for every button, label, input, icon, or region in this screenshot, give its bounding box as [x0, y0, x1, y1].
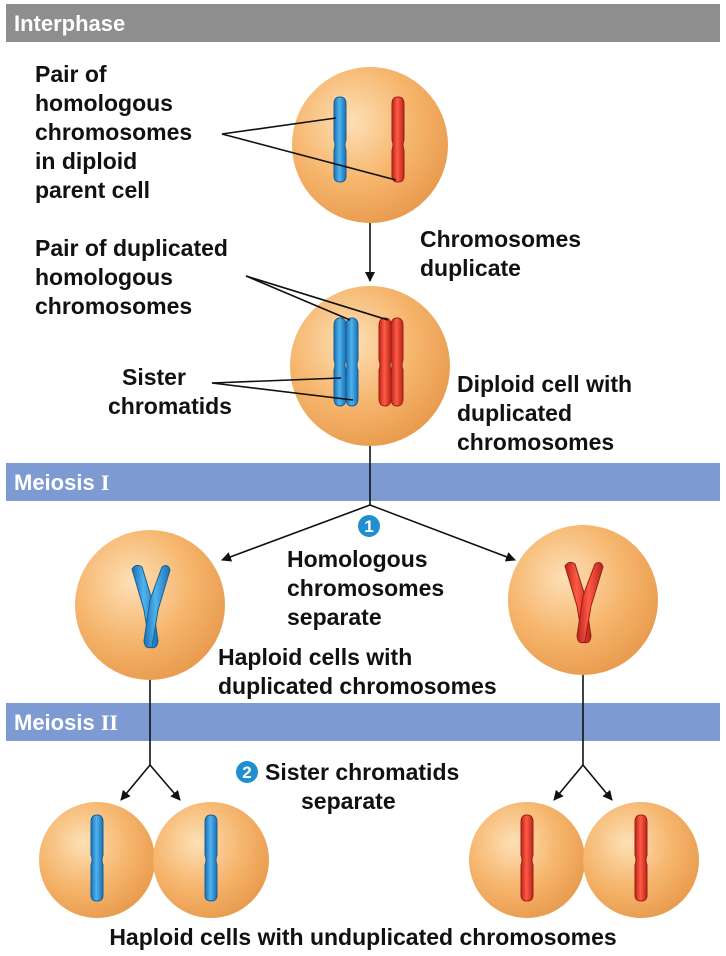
meiosis-1-label: Meiosis I	[14, 470, 109, 495]
meiosis-2-numeral: II	[101, 710, 118, 735]
leader-homolog-red	[221, 133, 397, 181]
diploid-cell-line-3: chromosomes	[457, 429, 614, 455]
step-2-number: 2	[242, 763, 251, 782]
chromosomes-duplicate-label: Chromosomes duplicate	[420, 226, 587, 281]
duplicated-pair-label: Pair of duplicated homologous chromosome…	[35, 235, 234, 319]
blue-sister-chromatid-right	[345, 317, 359, 407]
x-shaped-blue-chromosome	[131, 564, 171, 649]
meiosis-1-numeral: I	[101, 470, 110, 495]
haploid-duplicated-label: Haploid cells with duplicated chromosome…	[218, 644, 497, 699]
diploid-duplicated-cell	[290, 286, 450, 446]
interphase-label: Interphase	[14, 11, 125, 36]
diploid-cell-line-2: duplicated	[457, 400, 572, 426]
homologous-pair-label: Pair of homologous chromosomes in diploi…	[35, 61, 199, 203]
meiosis-2-label: Meiosis II	[14, 710, 118, 735]
step-2-badge	[236, 761, 258, 783]
red-chromosome	[391, 96, 405, 183]
meiosis-1-arrow-right	[369, 504, 516, 562]
duplicated-pair-line-3: chromosomes	[35, 293, 192, 319]
blue-chromatid-2	[204, 814, 218, 902]
red-chromatid-1	[520, 814, 534, 902]
parent-cell	[292, 67, 448, 223]
interphase-bar	[6, 4, 720, 42]
leader-homolog-blue	[221, 117, 337, 135]
blue-chromosome	[333, 96, 347, 183]
meiosis-1-word: Meiosis	[14, 470, 95, 495]
homologous-pair-line-3: chromosomes	[35, 119, 192, 145]
meiosis-2-left-arrow-b	[149, 764, 181, 801]
homologs-separate-line-3: separate	[287, 604, 382, 630]
sister-chromatids-line-2: chromatids	[108, 393, 232, 419]
sister-chromatids-line-1: Sister	[122, 364, 186, 390]
sisters-separate-line-1: Sister chromatids	[265, 759, 459, 785]
duplicated-red-chromosome	[378, 317, 404, 407]
haploid-duplicated-line-2: duplicated chromosomes	[218, 673, 497, 699]
leader-sister-left	[211, 377, 342, 384]
meiosis-1-bar	[6, 463, 720, 501]
leader-dup-red	[245, 275, 389, 321]
leader-dup-blue	[245, 275, 351, 321]
homologous-pair-line-1: Pair of	[35, 61, 107, 87]
red-sister-chromatid-left	[378, 317, 392, 407]
red-x-chromatid-b	[576, 562, 604, 644]
homologs-separate-label: Homologous chromosomes separate	[287, 546, 451, 630]
meiosis-1-arrow-left	[221, 504, 371, 562]
homologs-separate-line-2: chromosomes	[287, 575, 444, 601]
diploid-cell-label: Diploid cell with duplicated chromosomes	[457, 371, 638, 455]
chromosomes-duplicate-line-2: duplicate	[420, 255, 521, 281]
step-1-badge	[358, 515, 380, 537]
sisters-separate-line-2: separate	[301, 788, 396, 814]
blue-sister-chromatid-left	[333, 317, 347, 407]
meiosis-2-right-arrow-b	[582, 764, 613, 801]
leader-sister-right	[211, 382, 354, 401]
final-cells-label: Haploid cells with unduplicated chromoso…	[109, 924, 616, 950]
meiosis-2-word: Meiosis	[14, 710, 95, 735]
homologs-separate-line-1: Homologous	[287, 546, 428, 572]
duplicated-blue-chromosome	[333, 317, 359, 407]
red-chromatid-2	[634, 814, 648, 902]
step-1-number: 1	[364, 517, 373, 536]
meiosis-2-bar	[6, 703, 720, 741]
haploid-duplicated-line-1: Haploid cells with	[218, 644, 412, 670]
blue-x-chromatid-b	[143, 565, 171, 649]
diploid-cell-line-1: Diploid cell with	[457, 371, 632, 397]
duplicated-pair-line-1: Pair of duplicated	[35, 235, 228, 261]
homologous-pair-line-2: homologous	[35, 90, 173, 116]
sister-chromatids-label: Sister chromatids	[108, 364, 232, 419]
x-shaped-red-chromosome	[564, 561, 604, 644]
blue-chromatid-1	[90, 814, 104, 902]
homologous-pair-line-4: in diploid	[35, 148, 137, 174]
meiosis-2-right-arrow-a	[553, 764, 584, 801]
sisters-separate-label: Sister chromatids separate	[265, 759, 466, 814]
meiosis-2-left-arrow-a	[120, 764, 151, 801]
duplicated-pair-line-2: homologous	[35, 264, 173, 290]
red-sister-chromatid-right	[390, 317, 404, 407]
homologous-pair-line-5: parent cell	[35, 177, 150, 203]
chromosomes-duplicate-line-1: Chromosomes	[420, 226, 581, 252]
